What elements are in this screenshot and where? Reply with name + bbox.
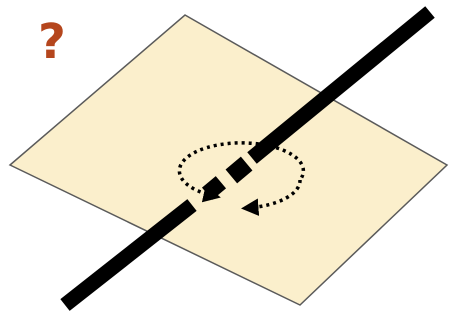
question-mark-text: ? — [38, 14, 66, 70]
